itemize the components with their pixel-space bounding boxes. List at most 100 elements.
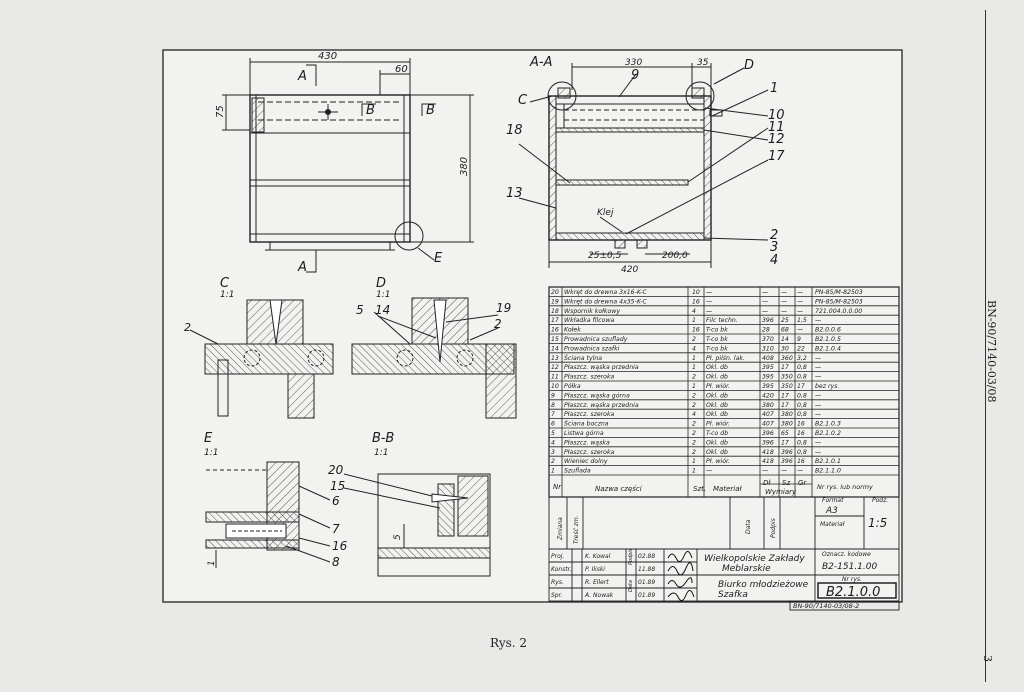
tb-name-1: P. Iliski xyxy=(585,566,605,573)
bom-cell: — xyxy=(815,449,821,456)
bom-cell: 408 xyxy=(762,355,774,362)
bom-cell: 30 xyxy=(781,345,789,352)
dim-tol-right: 200,0 xyxy=(662,251,688,261)
part-2: 2 xyxy=(770,228,778,243)
bom-cell: 20 xyxy=(551,289,559,296)
bom-cell: 396 xyxy=(762,317,774,324)
detail-c-labels: C 1:1 2 xyxy=(184,276,234,334)
tb-company-line2: Meblarskie xyxy=(722,564,771,574)
bom-cell: B2.1.1.0 xyxy=(815,468,841,475)
bom-cell: Płaszcz. wąska xyxy=(564,439,610,446)
bom-cell: 395 xyxy=(762,374,774,381)
bom-cell: 396 xyxy=(781,449,793,456)
dim-420: 420 xyxy=(621,265,638,275)
bom-cell: Pł. wiór. xyxy=(706,382,730,390)
page-number: 3 xyxy=(981,655,994,662)
bom-cell: T-co db xyxy=(706,430,728,437)
bom-cell: — xyxy=(815,439,821,446)
bom-cell: 14 xyxy=(551,345,559,352)
bom-cell: 2 xyxy=(692,449,696,456)
page-edge-line xyxy=(985,10,986,682)
bom-cell: B2.1.0.1 xyxy=(815,458,841,465)
bom-cell: 16 xyxy=(797,421,805,428)
bom-cell: 2 xyxy=(692,430,696,437)
dim-430: 430 xyxy=(318,51,337,62)
bom-cell: Wkręt do drewna 4x35-K-C xyxy=(564,297,648,305)
bom-cell: B2.1.0.4 xyxy=(815,345,841,352)
bom-cell: B2.1.0.5 xyxy=(815,336,841,343)
bom-cell: — xyxy=(706,468,712,475)
bom-cell: 68 xyxy=(781,327,789,334)
detail-bb-scale: 1:1 xyxy=(374,448,388,458)
part-10: 10 xyxy=(768,108,785,123)
bom-cell: 11 xyxy=(551,374,559,381)
bom-cell: 3,2 xyxy=(797,355,807,362)
bom-cell: 2 xyxy=(692,402,696,409)
detail-d-labels: D 1:1 5 14 19 2 xyxy=(356,276,511,331)
tb-date-1: 11.88 xyxy=(638,566,655,573)
bom-cell: 420 xyxy=(762,392,774,399)
bom-cell: — xyxy=(815,402,821,409)
dim-330: 330 xyxy=(625,58,642,68)
bom-cell: 17 xyxy=(781,439,789,446)
bom-cell: — xyxy=(815,411,821,418)
bom-cell: 3 xyxy=(551,449,555,456)
bom-cell: 310 xyxy=(762,345,774,352)
bom-header-nr: Nr xyxy=(553,483,562,491)
bom-cell: 13 xyxy=(551,355,559,362)
detail-d-part-2: 2 xyxy=(494,317,502,331)
bom-cell: Filc techn. xyxy=(706,316,738,324)
bom-cell: 16 xyxy=(551,327,559,334)
bom-cell: 721.004.0.0.00 xyxy=(815,308,862,315)
bom-cell: B2.0.0.6 xyxy=(815,327,841,334)
bom-cell: — xyxy=(815,355,821,362)
part-4: 4 xyxy=(770,253,778,268)
bom-cell: 0,8 xyxy=(797,364,807,371)
bom-cell: 17 xyxy=(797,383,805,390)
tb-name-2: R. Ellert xyxy=(585,579,609,586)
bom-cell: — xyxy=(781,298,787,305)
bom-header: Nr Nazwa części Szt. Materiał Dł Sz Gr W… xyxy=(553,479,873,496)
detail-c-scale: 1:1 xyxy=(220,290,234,300)
side-standard-code: BN-90/7140-03/08 xyxy=(985,300,998,403)
bom-cell: Okl. db xyxy=(706,374,728,381)
detail-e-marker: E xyxy=(434,251,443,266)
bom-cell: Pł. wiór. xyxy=(706,420,730,428)
detail-bb-labels: B-B 1:1 5 xyxy=(372,431,403,540)
section-b-left: B xyxy=(366,103,375,118)
bom-cell: — xyxy=(706,289,712,296)
bom-cell: 0,8 xyxy=(797,439,807,446)
bom-cell: 17 xyxy=(781,364,789,371)
detail-e-labels: E 1:1 20 15 6 7 16 8 1 xyxy=(204,431,348,569)
bom-cell: Płaszcz. szeroka xyxy=(564,374,615,381)
bom-cell: 22 xyxy=(797,345,805,352)
bom-cell: 1 xyxy=(692,458,696,465)
tb-role-proj: Proj. xyxy=(551,553,564,560)
detail-d-part-19: 19 xyxy=(496,301,511,315)
tb-change-podpis: Podpis xyxy=(770,518,777,538)
bom-cell: 2 xyxy=(692,439,696,446)
bom-cell: 18 xyxy=(551,308,559,315)
front-view-labels: 430 60 75 380 A A B B E xyxy=(215,51,470,275)
bom-cell: 16 xyxy=(797,430,805,437)
tb-product-line1: Biurko młodzieżowe xyxy=(718,580,809,590)
bom-cell: — xyxy=(815,392,821,399)
bom-cell: Ściana tylna xyxy=(564,353,602,362)
bom-cell: Płaszcz. wąska górna xyxy=(564,391,630,399)
part-13: 13 xyxy=(506,186,523,201)
tb-product-line2: Szafka xyxy=(718,590,748,600)
bom-cell: — xyxy=(706,298,712,305)
bom-cell: Pł. wiór. xyxy=(706,457,730,465)
tb-side-podpis: Podpis xyxy=(628,548,634,565)
bom-cell: 407 xyxy=(762,421,774,428)
bom-cell: Płaszcz. szeroka xyxy=(564,411,615,418)
dim-35: 35 xyxy=(697,58,709,68)
section-a-top: A xyxy=(297,69,307,84)
tb-format-label: Format xyxy=(822,497,844,504)
bom-cell: 17 xyxy=(781,402,789,409)
section-aa-labels: A-A 330 9 35 D C 1 10 11 12 17 18 13 Kle… xyxy=(506,55,785,275)
bom-cell: 396 xyxy=(762,430,774,437)
tb-company-line1: Wielkopolskie Zakłady xyxy=(704,554,805,564)
bom-cell: — xyxy=(781,308,787,315)
